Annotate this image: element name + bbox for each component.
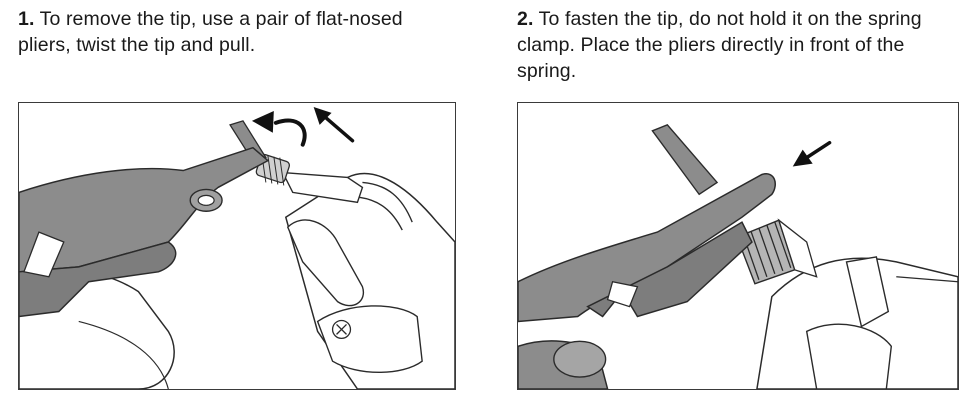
arrow-down-left-icon — [792, 140, 832, 167]
pliers-lower-jaw — [19, 241, 177, 318]
illustration-fasten-tip — [517, 102, 959, 390]
soldering-tip — [651, 124, 719, 196]
wire-2 — [359, 196, 403, 231]
handle-plate — [316, 305, 423, 374]
arrow-up-right-icon — [313, 106, 355, 143]
step-1: 1. To remove the tip, use a pair of flat… — [18, 0, 458, 58]
tip-sleeve — [281, 171, 364, 204]
step-1-number: 1. — [18, 8, 35, 30]
screw-cross — [336, 323, 347, 335]
step-1-description: To remove the tip, use a pair of flat-no… — [18, 8, 403, 56]
handle-edge — [896, 276, 958, 283]
handle-grip — [286, 219, 365, 307]
handle-body — [756, 257, 958, 389]
remove-tip-drawing — [19, 106, 455, 389]
step-2-description: To fasten the tip, do not hold it on the… — [517, 8, 922, 82]
step-2-number: 2. — [517, 8, 534, 30]
illustration-remove-tip — [18, 102, 456, 390]
pliers-grip-gap — [23, 231, 65, 278]
pliers-upper-jaw — [19, 146, 270, 273]
fasten-tip-drawing — [518, 124, 958, 389]
pliers-pivot-hole — [197, 194, 215, 206]
step-2-text: 2. To fasten the tip, do not hold it on … — [517, 0, 959, 84]
curved-arrow-icon — [251, 110, 307, 147]
pliers-grip-gap — [606, 280, 639, 308]
spring-clamp — [736, 218, 818, 285]
handle-sleeve — [845, 256, 890, 328]
pliers-pivot — [553, 340, 607, 378]
wire-1 — [362, 181, 413, 223]
handle-grip — [805, 323, 893, 389]
hand-contour — [78, 320, 169, 389]
step-1-text: 1. To remove the tip, use a pair of flat… — [18, 0, 458, 58]
step-2: 2. To fasten the tip, do not hold it on … — [517, 0, 959, 84]
